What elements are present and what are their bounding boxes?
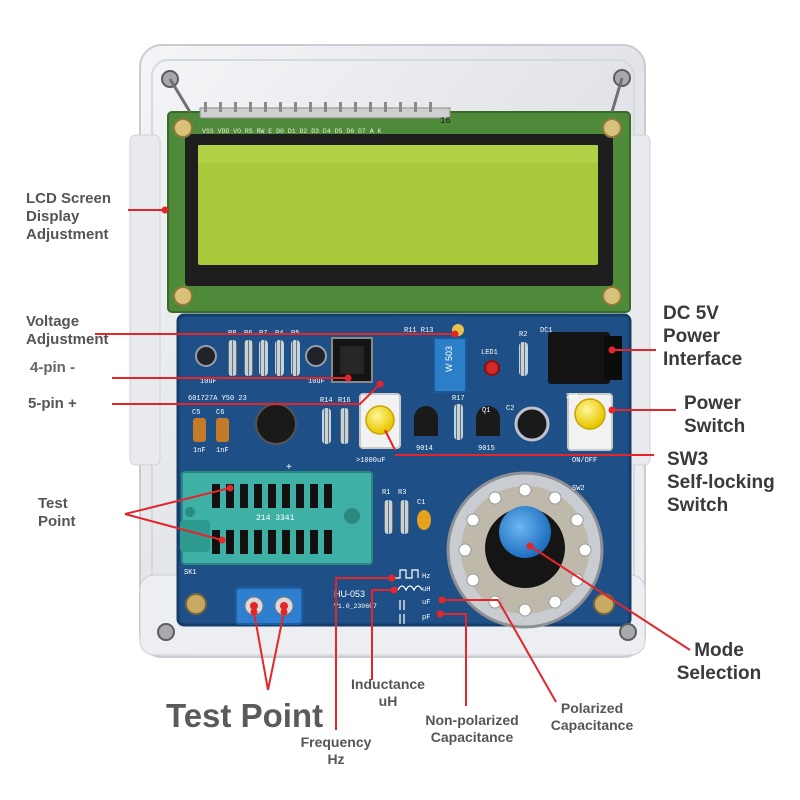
pf-legend: pF [422,614,430,622]
cap-10uf-b-label: 10uF [308,378,325,386]
r1-label: R1 [382,489,390,497]
lcd-pin-labels: VSS VDD VO RS RW E D0 D1 D2 D3 D4 D5 D6 … [202,128,382,135]
cap-c1 [417,510,431,530]
label-dc-power: DC 5V Power Interface [663,303,743,370]
cap-c5 [193,418,206,442]
annotation-leaders [95,209,691,730]
sw2-label: SW2 [572,485,585,493]
cap-c6 [216,418,229,442]
label-test-point-bottom: Test Point [166,697,324,734]
uf-legend: uF [422,599,430,607]
standoff-left [185,593,207,615]
label-non-polarized: Non-polarized Capacitance [425,712,519,745]
c2-label: C2 [506,405,514,413]
label-power-switch: Power Switch [684,393,746,437]
sw3-button[interactable] [359,393,401,449]
electrolytic-cap-c2 [514,406,550,442]
label-sw3: SW3 Self-locking Switch [667,449,775,516]
label-mode-selection: Mode Selection [676,640,762,684]
s1000-label: >1000uF [356,457,385,465]
sw1-label: SW1 [566,393,579,401]
board-name: HU-053 [334,589,365,599]
on-off-label: ON/OFF [572,457,597,465]
zif-plus-label: + [286,462,292,473]
lcd-pin16-label: 16 [440,116,451,126]
q9014-label: 9014 [416,445,433,453]
label-voltage-adjustment: Voltage Adjustment [26,313,109,348]
q9015-label: 9015 [478,445,495,453]
c6-label: C6 [216,409,224,417]
uh-legend: uH [422,586,430,594]
pot-label: W 503 [444,346,454,372]
sk1-label: SK1 [184,569,197,577]
label-4-pin: 4-pin - [30,359,75,376]
potentiometer: W 503 R11 R13 [404,324,467,393]
board-version: V1.0_230607 [334,603,377,610]
zif-code-label: 214 3341 [256,514,295,523]
lcd-module: 16 VSS VDD VO RS RW E D0 D1 D2 D3 D4 D5 … [167,102,631,313]
label-5-pin: 5-pin + [28,395,77,412]
r3-label: R3 [398,489,406,497]
electrolytic-caps-small: 10uF 10uF [195,345,327,386]
test-terminal[interactable] [235,587,303,625]
mode-knob[interactable] [499,506,551,558]
lcd-screen [198,145,598,265]
dc1-label: DC1 [540,327,553,335]
r16-label: R16 [338,397,351,405]
annotation-dots [161,206,616,618]
r11-r13-label: R11 R13 [404,327,433,335]
corner-screws [157,69,637,641]
led1-label: LED1 [481,349,498,357]
hz-legend: Hz [422,573,430,581]
mode-legend [394,569,423,624]
power-switch-button[interactable] [567,393,613,451]
r2-label: R2 [519,331,527,339]
r17-label: R17 [452,395,465,403]
cap-10uf-a-label: 10uF [200,378,217,386]
dc-jack: DC1 [540,327,622,384]
c6-value: 1nF [216,447,229,455]
q1-label: Q1 [482,407,490,415]
inductor [255,403,297,445]
transistor-9014 [414,406,438,436]
label-frequency: Frequency Hz [300,734,372,767]
label-inductance: Inductance uH [351,676,425,709]
label-polarized: Polarized Capacitance [550,700,634,733]
c5-value: 1nF [193,447,206,455]
standoff-right [593,593,615,615]
transistor-9015 [476,406,500,436]
led1 [484,360,500,376]
resistor-array: R8 R6 R7 R4 R5 [228,330,300,376]
chip-code-label: 601727A Y50 23 [188,395,247,403]
label-test-point-side: Test Point [38,495,76,530]
zif-socket[interactable]: 214 3341 + [180,462,373,565]
c5-label: C5 [192,409,200,417]
c1-label: C1 [417,499,425,507]
r14-label: R14 [320,397,333,405]
rotary-mode-switch[interactable] [446,471,604,629]
ic-chip: 601727A Y50 23 [188,337,373,403]
label-lcd-adjustment: LCD Screen Display Adjustment [26,190,112,243]
